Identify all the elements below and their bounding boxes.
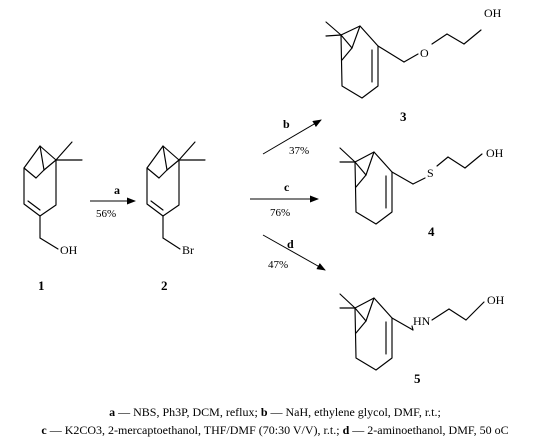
compound-5-amine-label: HN (413, 314, 431, 328)
legend-key-b: b (260, 405, 268, 419)
compound-3-structure (325, 21, 482, 99)
step-b-letter: b (283, 117, 290, 131)
legend-text-c: — K2CO3, 2-mercaptoethanol, THF/DMF (70:… (46, 423, 343, 437)
legend-key-d: d (342, 423, 350, 437)
compound-1-hydroxyl-label: OH (60, 243, 78, 257)
arrow-d (262, 234, 326, 271)
step-d-yield: 47% (268, 259, 288, 271)
step-c-letter: c (284, 180, 290, 194)
step-a-letter: a (114, 183, 120, 197)
legend-line-1: a — NBS, Ph3P, DCM, reflux; b — NaH, eth… (0, 405, 550, 420)
compound-5-number: 5 (414, 371, 421, 386)
compound-3-hydroxyl-label: OH (484, 6, 502, 20)
compound-4-number: 4 (428, 224, 435, 239)
step-d-letter: d (287, 237, 294, 251)
compound-4-sulfur-label: S (427, 166, 434, 180)
step-c-yield: 76% (270, 207, 290, 219)
legend-key-a: a (109, 405, 116, 419)
compound-2-structure (146, 141, 206, 250)
legend-text-b: — NaH, ethylene glycol, DMF, r.t.; (267, 405, 441, 419)
compound-3-number: 3 (400, 109, 407, 124)
compound-4-hydroxyl-label: OH (486, 146, 504, 160)
legend-text-a: — NBS, Ph3P, DCM, reflux; (115, 405, 261, 419)
arrow-b (262, 119, 322, 155)
compound-3-ether-oxygen-label: O (420, 46, 429, 60)
compound-5-hydroxyl-label: OH (487, 293, 505, 307)
compound-5-structure (339, 293, 485, 371)
compound-4-structure (339, 147, 483, 225)
compound-1-structure (23, 141, 83, 250)
step-a-yield: 56% (96, 208, 116, 220)
legend-text-d: — 2-aminoethanol, DMF, 50 oC (349, 423, 509, 437)
compound-2-bromine-label: Br (182, 243, 194, 257)
step-b-yield: 37% (289, 145, 309, 157)
legend-key-c: c (41, 423, 47, 437)
compound-2-number: 2 (161, 278, 168, 293)
legend-line-2: c — K2CO3, 2-mercaptoethanol, THF/DMF (7… (0, 423, 550, 438)
compound-1-number: 1 (38, 278, 45, 293)
